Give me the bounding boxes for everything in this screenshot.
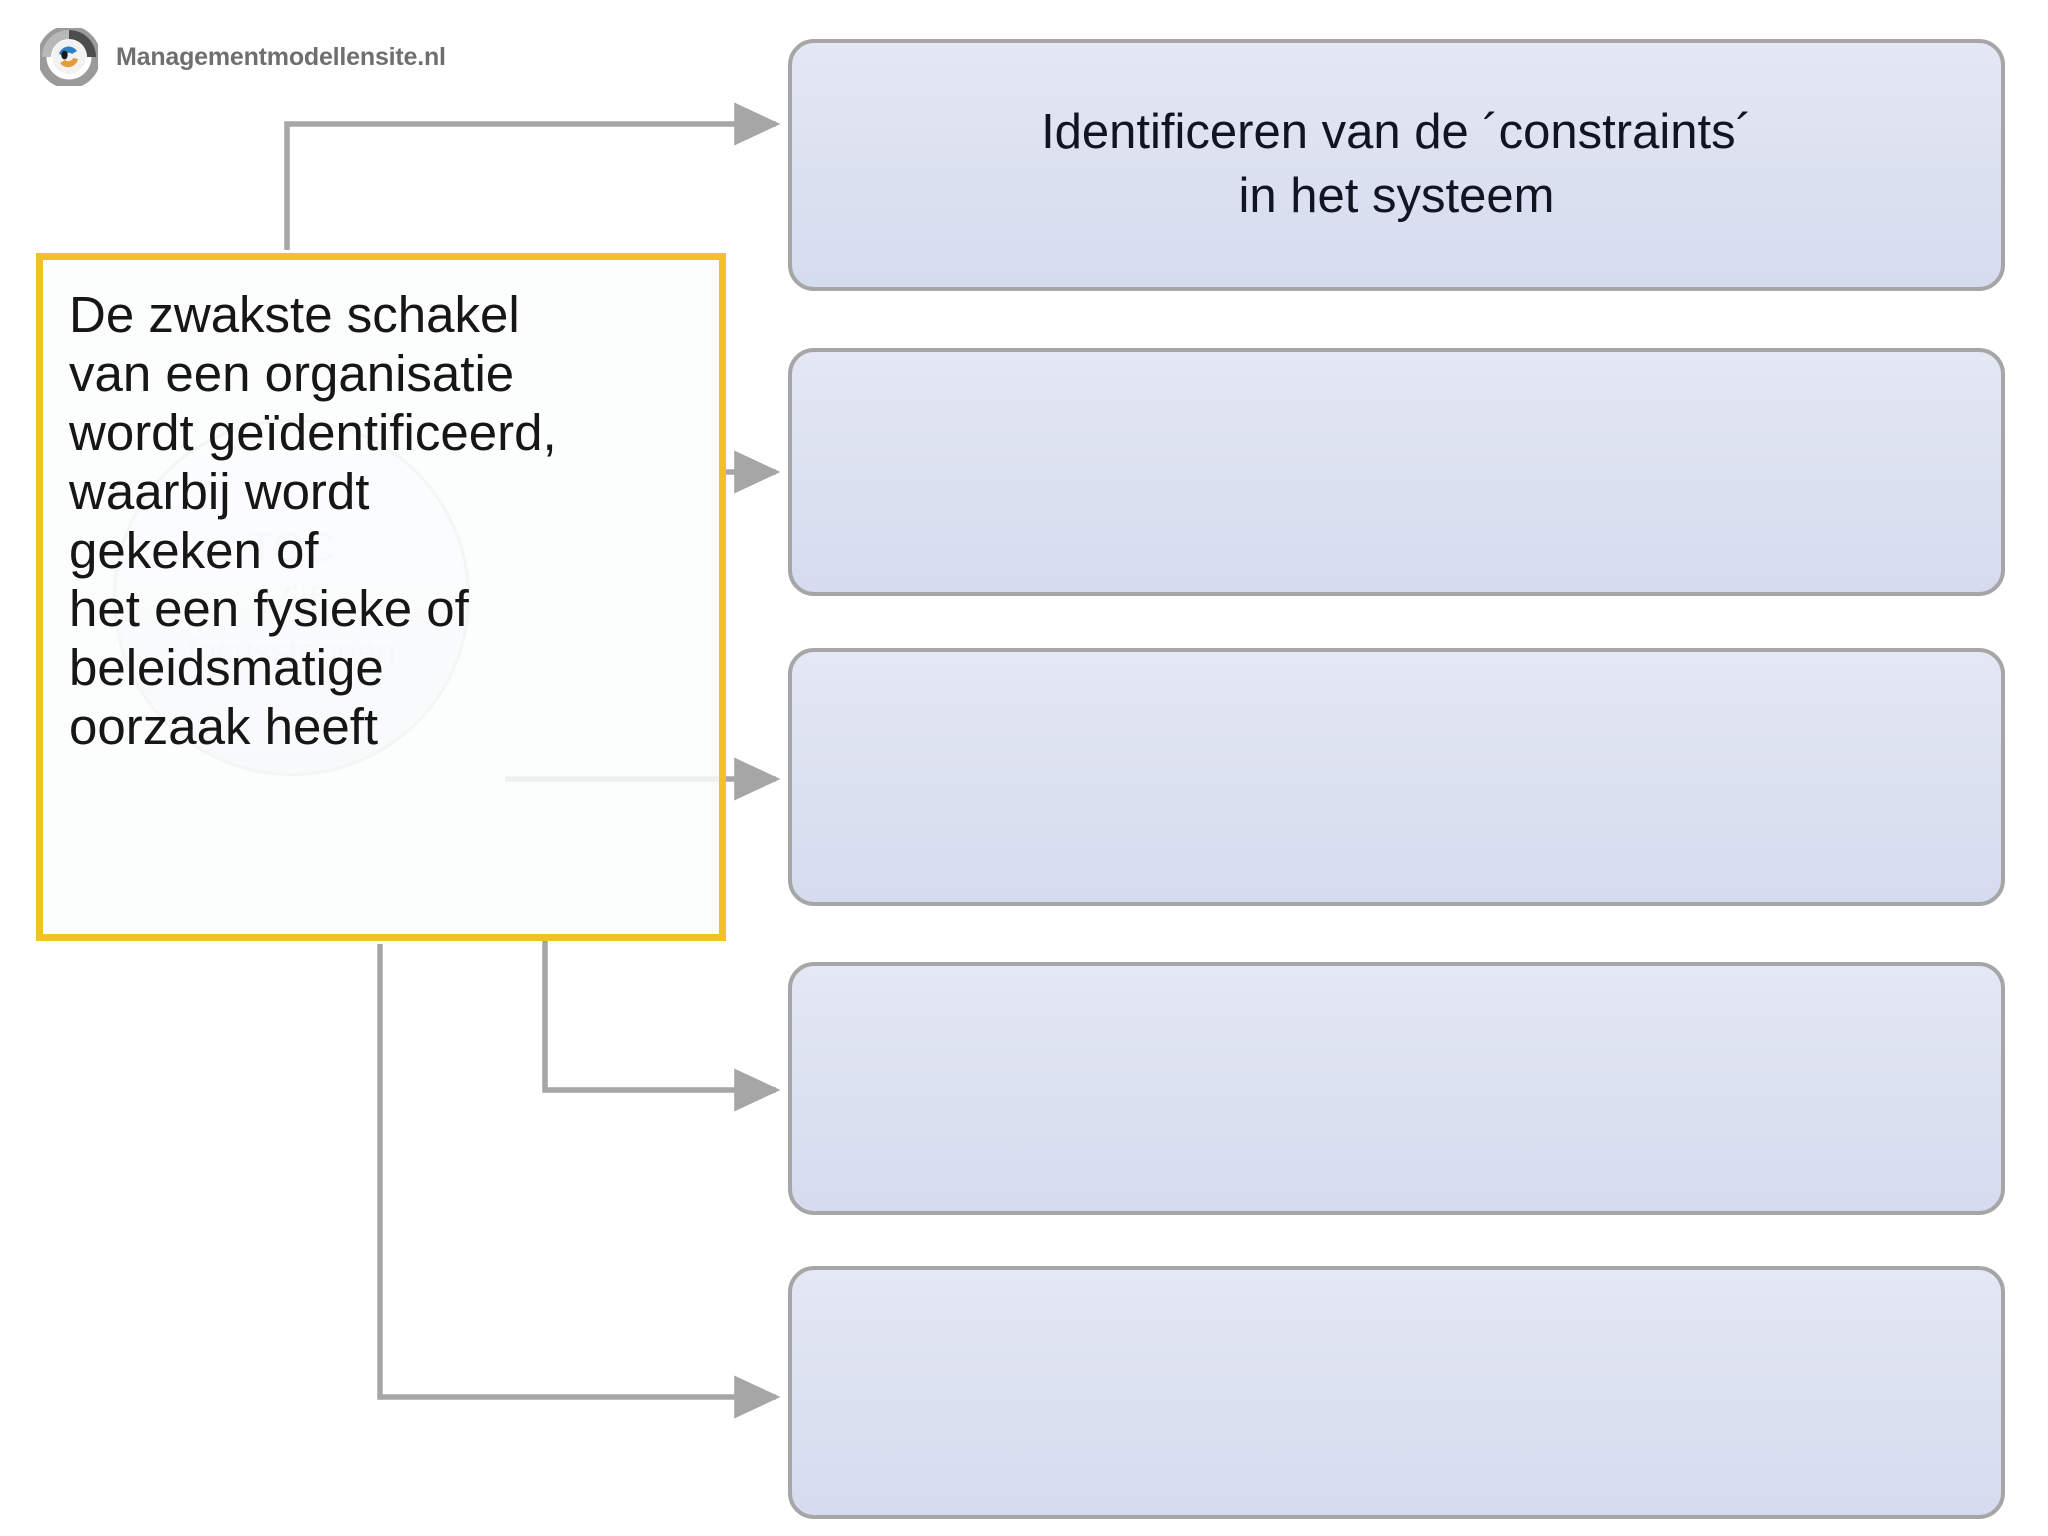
step-box-2[interactable] [788,348,2005,596]
step-box-1[interactable]: Identificeren van de ´constraints´ in he… [788,39,2005,291]
step-box-4[interactable] [788,962,2005,1215]
circular-logo-icon [37,25,101,89]
connector-to-step-1 [284,102,781,250]
brand-name: Managementmodellensite.nl [116,42,446,71]
step-box-5[interactable] [788,1266,2005,1519]
step-box-3[interactable] [788,648,2005,906]
step-box-1-label: Identificeren van de ´constraints´ in he… [1041,105,1752,223]
note-box[interactable]: De zwakste schakel van een organisatie w… [36,253,726,941]
note-box-text: De zwakste schakel van een organisatie w… [69,286,557,756]
connector-to-step-4 [542,940,781,1112]
connector-to-step-5 [377,944,781,1419]
brand-logo: Managementmodellensite.nl [37,25,446,89]
